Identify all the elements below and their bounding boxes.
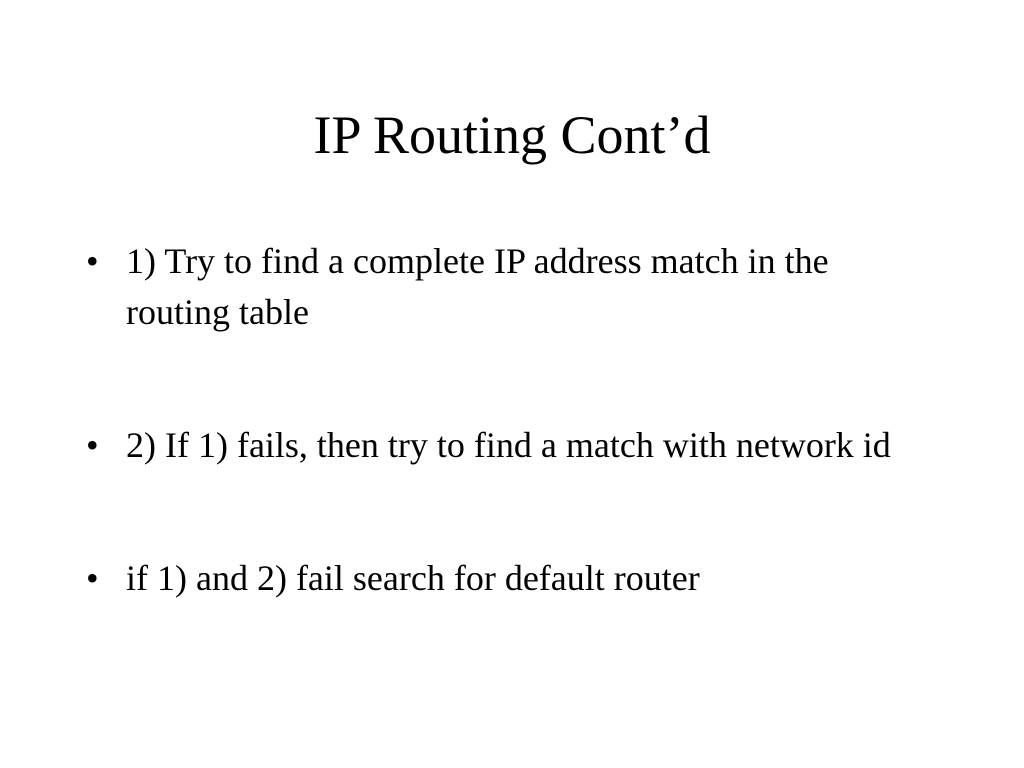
bullet-text: if 1) and 2) fail search for default rou… bbox=[126, 558, 700, 598]
bullet-list: • 1) Try to find a complete IP address m… bbox=[84, 236, 924, 604]
bullet-icon: • bbox=[86, 241, 99, 281]
bullet-text: 2) If 1) fails, then try to find a match… bbox=[126, 425, 891, 465]
bullet-text: 1) Try to find a complete IP address mat… bbox=[126, 241, 829, 332]
bullet-item: • if 1) and 2) fail search for default r… bbox=[84, 553, 924, 604]
slide-title: IP Routing Cont’d bbox=[313, 105, 711, 165]
bullet-item: • 1) Try to find a complete IP address m… bbox=[84, 236, 924, 338]
bullet-icon: • bbox=[86, 558, 99, 598]
bullet-icon: • bbox=[86, 425, 99, 465]
bullet-item: • 2) If 1) fails, then try to find a mat… bbox=[84, 420, 924, 471]
